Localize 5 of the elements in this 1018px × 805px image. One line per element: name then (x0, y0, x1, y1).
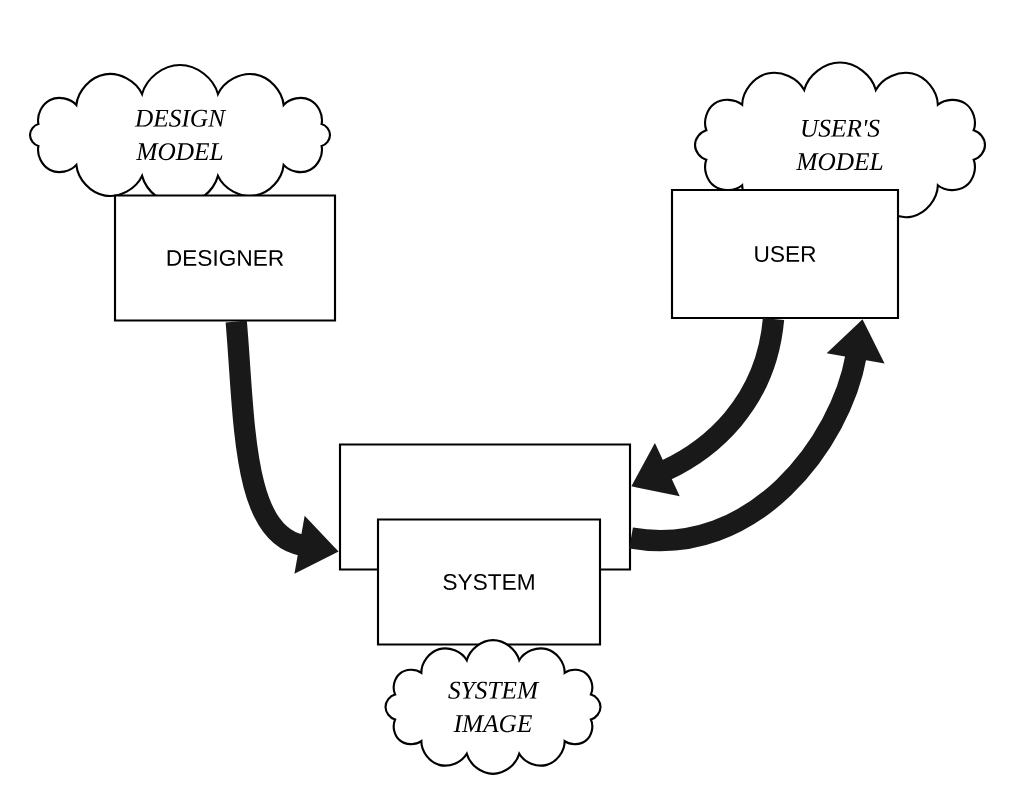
label-box: USER (670, 188, 900, 320)
label-box: DESIGNER (113, 194, 337, 322)
thought-cloud: DESIGN MODEL (28, 63, 332, 207)
thought-cloud: SYSTEM IMAGE (384, 639, 602, 775)
label-box: SYSTEM (376, 518, 602, 646)
